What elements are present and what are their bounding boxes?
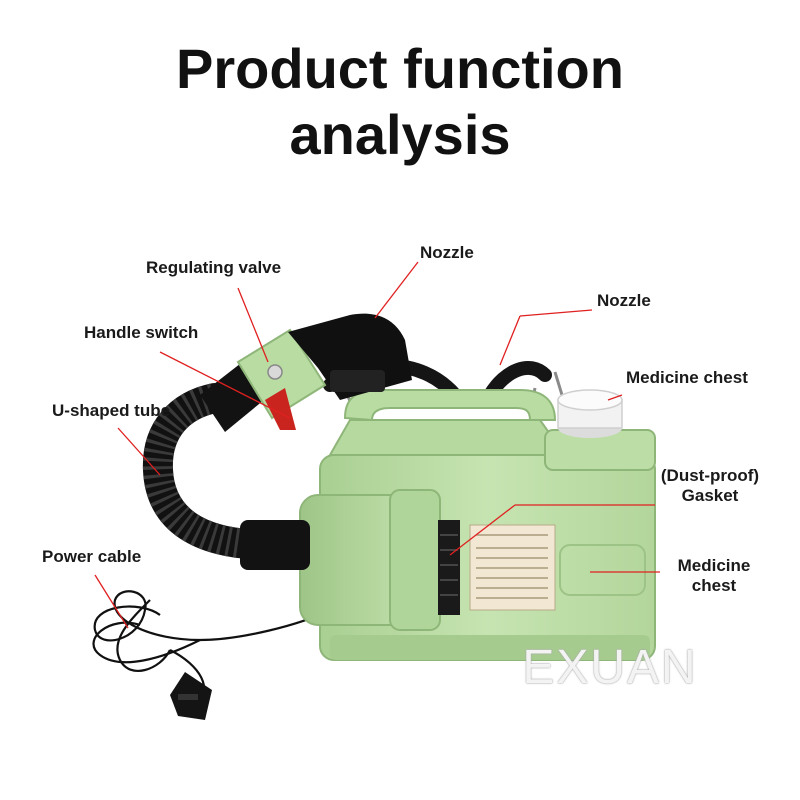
motor-housing xyxy=(299,489,460,631)
title-line-2: analysis xyxy=(289,103,511,166)
handle-assembly xyxy=(200,313,412,432)
leader-lines xyxy=(94,261,660,629)
label-medicine-chest-line-2: chest xyxy=(691,576,737,595)
leader-power-cable xyxy=(94,574,129,629)
title-line-1: Product function xyxy=(176,37,624,100)
label-gasket-line-1: (Dust-proof) xyxy=(660,466,760,485)
tube-connector xyxy=(240,520,310,570)
leader-gasket-diag xyxy=(449,504,516,556)
label-regulating-valve: Regulating valve xyxy=(146,258,282,277)
label-medicine-chest-top: Medicine chest xyxy=(626,368,748,387)
leader-medicine-chest-top xyxy=(607,394,623,401)
label-nozzle-left: Nozzle xyxy=(420,243,474,262)
product-sticker xyxy=(469,524,556,611)
leader-nozzle-right xyxy=(519,309,593,317)
label-power-cable: Power cable xyxy=(42,547,142,566)
page-title: Product function analysis xyxy=(0,36,800,168)
label-u-shaped-tube: U-shaped tube xyxy=(52,401,171,420)
label-gasket: (Dust-proof) Gasket xyxy=(650,466,770,506)
leader-nozzle-right-down xyxy=(499,315,521,366)
label-nozzle-right: Nozzle xyxy=(597,291,651,310)
power-cable xyxy=(92,590,331,706)
label-handle-switch: Handle switch xyxy=(84,323,199,342)
watermark: EXUAN xyxy=(522,641,698,694)
leader-regulating-valve xyxy=(237,287,269,363)
label-medicine-chest: Medicine chest xyxy=(664,556,764,596)
label-gasket-line-2: Gasket xyxy=(681,486,739,505)
label-medicine-chest-line-1: Medicine xyxy=(677,556,751,575)
u-shaped-tube xyxy=(142,383,285,560)
power-plug xyxy=(170,672,212,720)
leader-handle-switch xyxy=(159,351,291,419)
leader-nozzle-left xyxy=(374,261,419,319)
leader-u-shaped-tube xyxy=(117,427,161,476)
medicine-chest-cap xyxy=(557,389,623,438)
